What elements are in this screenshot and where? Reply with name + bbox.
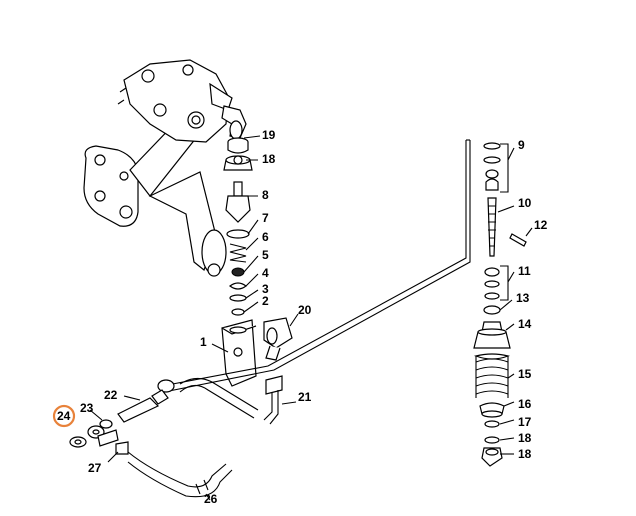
- callout-4: 4: [262, 266, 269, 280]
- highlight-ring: [52, 404, 76, 428]
- banjo-bolt: [117, 379, 175, 423]
- small-rings: [69, 409, 129, 463]
- callout-14: 14: [518, 317, 532, 331]
- callout-27: 27: [88, 461, 102, 475]
- callout-13: 13: [516, 291, 530, 305]
- callout-24: 23: [80, 401, 94, 415]
- callout-12: 12: [534, 218, 548, 232]
- callout-3: 3: [262, 282, 269, 296]
- housing-assembly: [83, 59, 247, 277]
- callout-6: 6: [262, 230, 269, 244]
- callout-22: 21: [298, 390, 312, 404]
- callout-9: 9: [518, 138, 525, 152]
- flexible-hose: [127, 451, 233, 501]
- callout-labels: 19 18 8 7 6 5 4 3 2 1 20 21 22 23 27 26 …: [52, 128, 548, 506]
- pump-block: [211, 319, 257, 387]
- callout-23: 22: [104, 388, 118, 402]
- callout-25: 24: [57, 409, 71, 423]
- callout-10: 10: [518, 196, 532, 210]
- callout-15: 15: [518, 367, 532, 381]
- callout-8: 8: [262, 188, 269, 202]
- callout-5: 5: [262, 248, 269, 262]
- elbow-fitting: [263, 313, 299, 361]
- callout-1: 1: [200, 335, 207, 349]
- callout-7: 7: [262, 211, 269, 225]
- callout-18a: 18: [518, 431, 532, 445]
- callout-25-highlight[interactable]: 24: [52, 404, 76, 428]
- pressure-line: [161, 139, 471, 425]
- callout-17: 17: [518, 415, 532, 429]
- injector-stack-right: [473, 142, 533, 467]
- callout-2: 2: [262, 294, 269, 308]
- callout-26: 26: [204, 492, 218, 506]
- callout-21: 20: [298, 303, 312, 317]
- callout-16: 16: [518, 397, 532, 411]
- valve-stack-left: [223, 135, 261, 316]
- callout-20: 19: [262, 128, 276, 142]
- callout-18b: 18: [518, 447, 532, 461]
- callout-11: 11: [518, 264, 531, 278]
- callout-19: 18: [262, 152, 276, 166]
